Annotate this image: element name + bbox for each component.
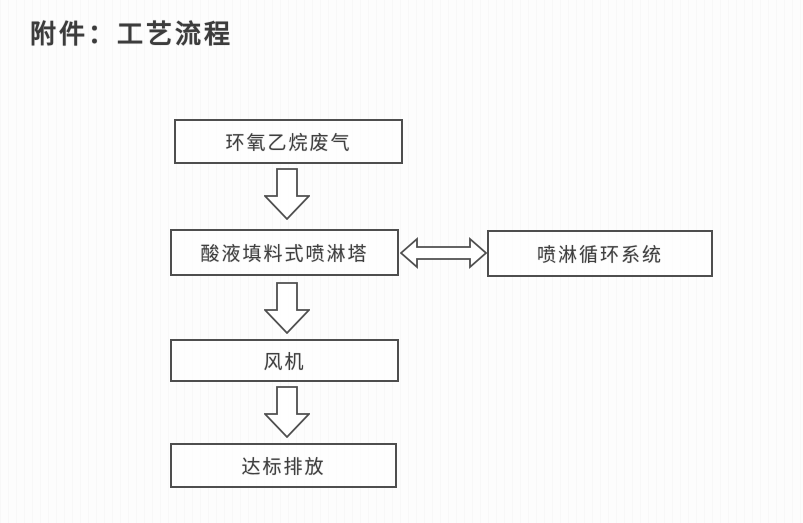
down-block-arrow-icon <box>264 168 310 220</box>
down-block-arrow-icon <box>264 282 310 334</box>
flow-node-waste-gas: 环氧乙烷废气 <box>174 119 403 164</box>
flow-node-fan: 风机 <box>170 339 399 382</box>
flow-node-spray-tower: 酸液填料式喷淋塔 <box>170 229 399 276</box>
flow-node-label: 酸液填料式喷淋塔 <box>200 244 369 265</box>
flow-node-circulation: 喷淋循环系统 <box>487 230 713 277</box>
down-block-arrow-icon <box>264 386 310 438</box>
flow-node-discharge: 达标排放 <box>170 443 397 488</box>
page-title: 附件：工艺流程 <box>30 20 234 49</box>
flow-node-label: 环氧乙烷废气 <box>225 133 352 154</box>
double-headed-block-arrow-icon <box>400 236 487 270</box>
flow-node-label: 达标排放 <box>241 457 326 478</box>
flow-node-label: 风机 <box>263 352 306 373</box>
flow-node-label: 喷淋循环系统 <box>536 245 663 266</box>
